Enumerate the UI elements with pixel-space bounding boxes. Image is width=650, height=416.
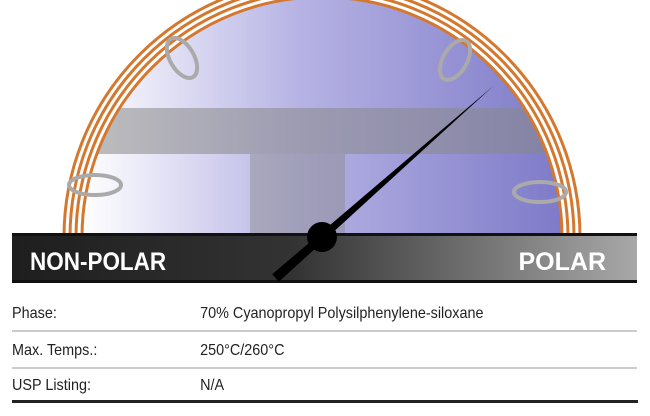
spec-label: USP Listing: (12, 377, 91, 394)
non-polar-label: NON-POLAR (30, 248, 166, 276)
spec-row-usp: USP Listing: N/A (12, 369, 575, 405)
spec-value: N/A (200, 377, 225, 394)
spec-value: 250°C/260°C (200, 342, 285, 359)
spec-label: Phase: (12, 305, 57, 322)
needle-hub (307, 222, 337, 252)
coil (62, 0, 582, 238)
t-shape (82, 108, 562, 237)
divider (12, 367, 637, 369)
divider (12, 330, 637, 332)
polar-label: POLAR (519, 248, 607, 276)
spec-value: 70% Cyanopropyl Polysilphenylene-siloxan… (200, 305, 484, 322)
coil-rings (67, 36, 568, 204)
spec-row-max-temps: Max. Temps.: 250°C/260°C (12, 334, 575, 370)
polarity-gauge: NON-POLAR POLAR (12, 0, 637, 283)
spec-label: Max. Temps.: (12, 342, 98, 359)
bottom-rule (12, 400, 638, 403)
spec-row-phase: Phase: 70% Cyanopropyl Polysilphenylene-… (12, 297, 575, 333)
